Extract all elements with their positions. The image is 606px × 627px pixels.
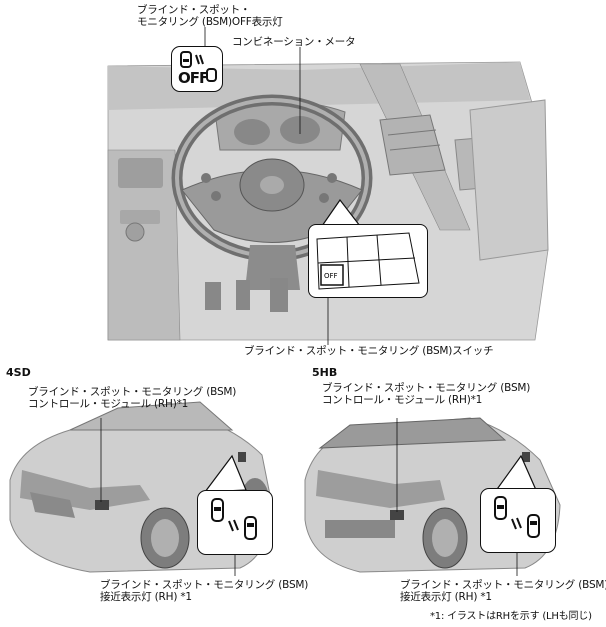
indicator-5hb-label-1: ブラインド・スポット・モニタリング (BSM)	[400, 579, 606, 591]
combination-meter-label: コンビネーション・メータ	[232, 36, 356, 48]
bsm-switch-label: ブラインド・スポット・モニタリング (BSM)スイッチ	[244, 345, 494, 357]
indicator-4sd-label-1: ブラインド・スポット・モニタリング (BSM)	[100, 579, 309, 591]
module-5hb-label-1: ブラインド・スポット・モニタリング (BSM)	[322, 382, 531, 394]
approach-indicator-callout-4sd	[197, 490, 273, 555]
bsm-off-indicator-icon	[180, 51, 217, 82]
dashboard-illustration	[107, 61, 549, 341]
bsm-approach-indicator-icon	[211, 498, 257, 540]
footnote: *1: イラストはRHを示す (LHも同じ)	[430, 611, 592, 622]
module-4sd-label-1: ブラインド・スポット・モニタリング (BSM)	[28, 386, 237, 398]
section-5hb-title: 5HB	[312, 366, 338, 379]
svg-text:OFF: OFF	[324, 272, 338, 280]
bsm-off-indicator-label-2: モニタリング (BSM)OFF表示灯	[137, 16, 283, 28]
bsm-switch-icon: OFF	[316, 232, 420, 290]
off-text: OFF	[178, 69, 209, 87]
bsm-off-indicator-callout: OFF	[171, 46, 223, 92]
module-4sd-label-2: コントロール・モジュール (RH)*1	[28, 398, 189, 410]
bsm-off-indicator-label-1: ブラインド・スポット・	[137, 4, 251, 16]
bsm-switch-callout: OFF	[308, 224, 428, 298]
indicator-5hb-label-2: 接近表示灯 (RH) *1	[400, 591, 492, 603]
section-4sd-title: 4SD	[6, 366, 31, 379]
indicator-4sd-label-2: 接近表示灯 (RH) *1	[100, 591, 192, 603]
approach-indicator-callout-5hb	[480, 488, 556, 553]
bsm-approach-indicator-icon	[494, 496, 540, 538]
module-5hb-label-2: コントロール・モジュール (RH)*1	[322, 394, 483, 406]
